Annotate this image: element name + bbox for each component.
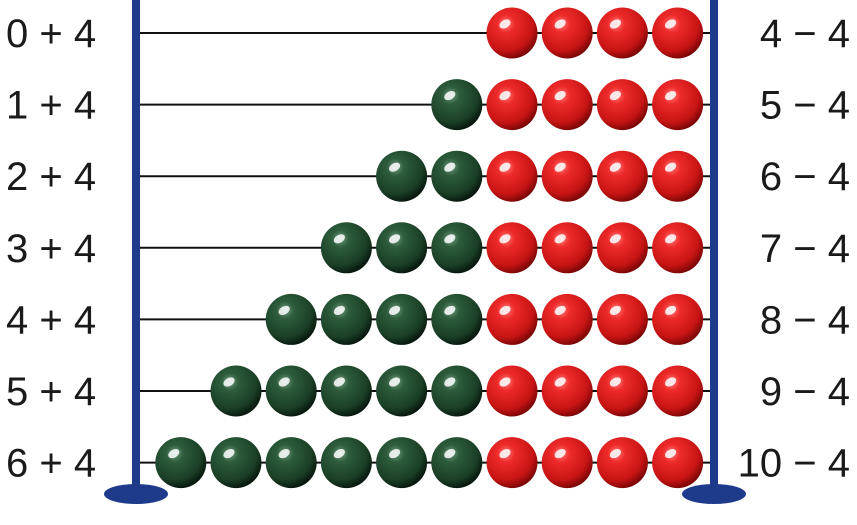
green-bead — [266, 366, 317, 417]
green-bead — [376, 437, 427, 488]
left-expression-label: 0 + 4 — [6, 12, 96, 56]
green-bead — [266, 437, 317, 488]
left-expression-label: 2 + 4 — [6, 155, 96, 199]
right-expression-label: 4 − 4 — [760, 12, 850, 56]
green-bead — [321, 437, 372, 488]
left-expression-label: 5 + 4 — [6, 370, 96, 414]
red-bead — [652, 151, 703, 202]
left-expression-label: 4 + 4 — [6, 298, 96, 342]
left-foot — [104, 484, 168, 504]
red-bead — [487, 8, 538, 59]
green-bead — [376, 294, 427, 345]
red-bead — [652, 222, 703, 273]
green-bead — [376, 222, 427, 273]
right-foot — [682, 484, 746, 504]
red-bead — [542, 437, 593, 488]
green-bead — [266, 294, 317, 345]
green-bead — [321, 294, 372, 345]
red-bead — [542, 151, 593, 202]
green-bead — [431, 151, 482, 202]
left-expression-label: 6 + 4 — [6, 442, 96, 486]
green-bead — [431, 222, 482, 273]
red-bead — [487, 79, 538, 130]
green-bead — [376, 366, 427, 417]
red-bead — [597, 8, 648, 59]
red-bead — [597, 222, 648, 273]
red-bead — [597, 151, 648, 202]
red-bead — [487, 437, 538, 488]
left-expression-label: 1 + 4 — [6, 84, 96, 128]
red-bead — [487, 151, 538, 202]
right-expression-label: 8 − 4 — [760, 298, 850, 342]
red-bead — [487, 222, 538, 273]
red-bead — [542, 222, 593, 273]
red-bead — [597, 79, 648, 130]
left-expression-label: 3 + 4 — [6, 227, 96, 271]
red-bead — [542, 366, 593, 417]
right-expression-label: 9 − 4 — [760, 370, 850, 414]
red-bead — [652, 366, 703, 417]
red-bead — [542, 294, 593, 345]
red-bead — [652, 437, 703, 488]
red-bead — [542, 79, 593, 130]
green-bead — [431, 294, 482, 345]
green-bead — [376, 151, 427, 202]
right-expression-label: 6 − 4 — [760, 155, 850, 199]
red-bead — [487, 366, 538, 417]
right-expression-label: 10 − 4 — [738, 442, 850, 486]
green-bead — [431, 366, 482, 417]
right-post — [710, 0, 718, 492]
green-bead — [321, 222, 372, 273]
green-bead — [431, 79, 482, 130]
green-bead — [211, 437, 262, 488]
green-bead — [431, 437, 482, 488]
right-expression-label: 7 − 4 — [760, 227, 850, 271]
red-bead — [597, 366, 648, 417]
right-expression-label: 5 − 4 — [760, 84, 850, 128]
red-bead — [652, 79, 703, 130]
red-bead — [542, 8, 593, 59]
green-bead — [321, 366, 372, 417]
red-bead — [652, 294, 703, 345]
green-bead — [211, 366, 262, 417]
red-bead — [652, 8, 703, 59]
left-post — [132, 0, 140, 492]
green-bead — [155, 437, 206, 488]
red-bead — [597, 437, 648, 488]
red-bead — [597, 294, 648, 345]
red-bead — [487, 294, 538, 345]
